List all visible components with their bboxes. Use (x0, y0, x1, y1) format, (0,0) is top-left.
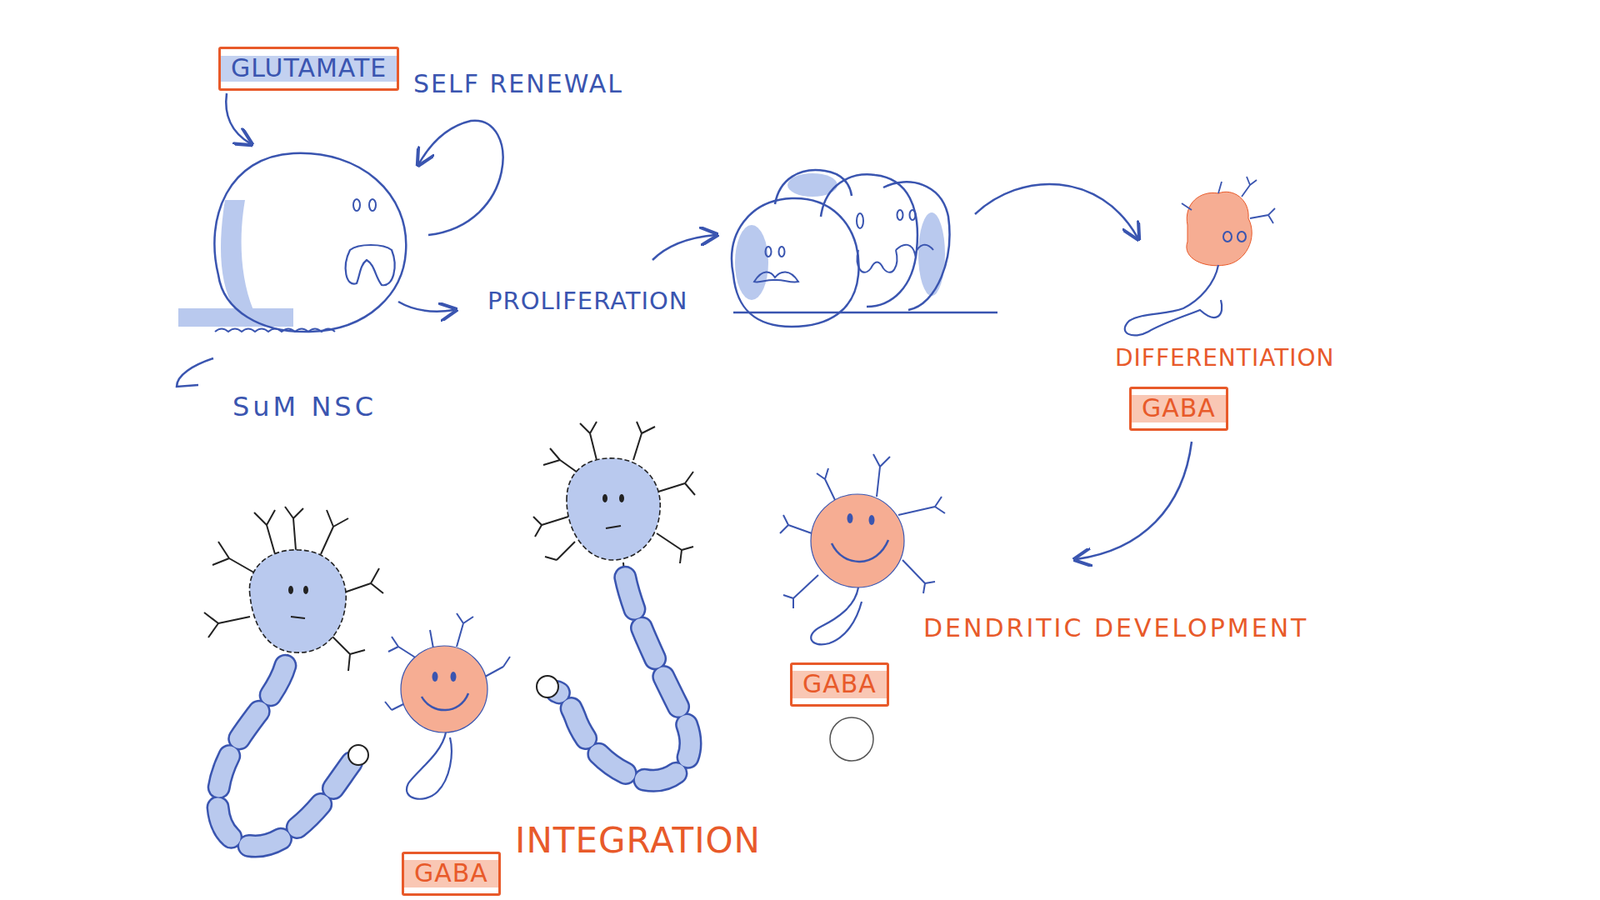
transmitter-tag: GABA (1129, 386, 1229, 431)
cell-shading (918, 212, 945, 296)
cell-eye (897, 210, 904, 220)
process-label: SELF RENEWAL (413, 70, 624, 100)
cell-mustache (345, 245, 395, 285)
myelin-sheath (217, 654, 352, 847)
cell-mouth (605, 525, 621, 529)
shadow-patch (178, 308, 294, 327)
cell-eye (856, 213, 864, 229)
cell-mouth (290, 616, 305, 619)
arrow (398, 301, 455, 312)
cell-eye (910, 210, 916, 220)
cell-eye (847, 513, 854, 524)
transmitter-tag: GABA (401, 851, 501, 896)
cell-mustache (857, 250, 898, 273)
arrow (975, 184, 1138, 238)
transmitter-tag: GABA (790, 662, 890, 707)
stage-label: DENDRITIC DEVELOPMENT (923, 614, 1309, 644)
cell-eye (602, 494, 608, 503)
stage-label: INTEGRATION (515, 820, 761, 861)
cell-eye (1237, 231, 1246, 242)
tag-text: GABA (1141, 394, 1216, 424)
cell-label: SuM NSC (232, 391, 377, 423)
cell-mustache (895, 245, 934, 255)
arrow (225, 93, 250, 144)
neuron-tail (810, 587, 862, 645)
axon (556, 562, 690, 781)
mature-neuron (249, 550, 346, 653)
arrow (652, 235, 715, 260)
stage-label: DIFFERENTIATION (1115, 345, 1335, 372)
myelin-sheath (217, 654, 352, 847)
dendrite (204, 506, 384, 671)
neurite (1181, 176, 1275, 224)
dividing-cell (731, 198, 859, 327)
cell-eye (1223, 231, 1232, 242)
cell-eye (779, 246, 785, 257)
cell-smile (831, 540, 889, 562)
young-neuron (1186, 191, 1252, 266)
axon (217, 654, 352, 847)
cell-eye (303, 585, 309, 595)
cell-eye (353, 199, 360, 211)
cell-eye (432, 671, 439, 682)
cell-mustache (754, 271, 799, 282)
cell-shading (220, 200, 254, 310)
dendrite (780, 454, 945, 609)
cell-eye (450, 671, 457, 682)
transmitter-tag: GLUTAMATE (218, 46, 400, 91)
axon-terminal (348, 745, 369, 765)
cell-feet (215, 329, 335, 333)
developing-neuron (810, 494, 905, 588)
mature-neuron (566, 458, 660, 560)
arrow (1076, 441, 1192, 560)
axon-terminal (536, 675, 559, 698)
cell-eye (765, 246, 772, 257)
dendrite (533, 421, 695, 564)
cell-eye (869, 515, 875, 525)
cell-shading (735, 225, 769, 300)
neuron-tail (406, 732, 452, 800)
cell-smile (421, 693, 469, 710)
ground-line (733, 311, 998, 315)
cell-eye (619, 494, 625, 503)
tag-text: GABA (802, 670, 877, 700)
cell-eye (369, 199, 376, 211)
bracket (176, 358, 214, 387)
arrow (419, 120, 504, 235)
process-label: PROLIFERATION (487, 287, 689, 315)
dividing-cell (820, 174, 918, 307)
myelin-sheath (556, 562, 690, 781)
stem-cell-body (214, 153, 406, 332)
tag-text: GABA (414, 859, 489, 889)
cursor-ring (830, 717, 874, 761)
new-neuron (400, 645, 488, 733)
neuron-tail (1125, 265, 1223, 335)
myelin-sheath (556, 562, 690, 781)
cell-eye (288, 585, 294, 595)
tag-text: GLUTAMATE (230, 54, 387, 84)
